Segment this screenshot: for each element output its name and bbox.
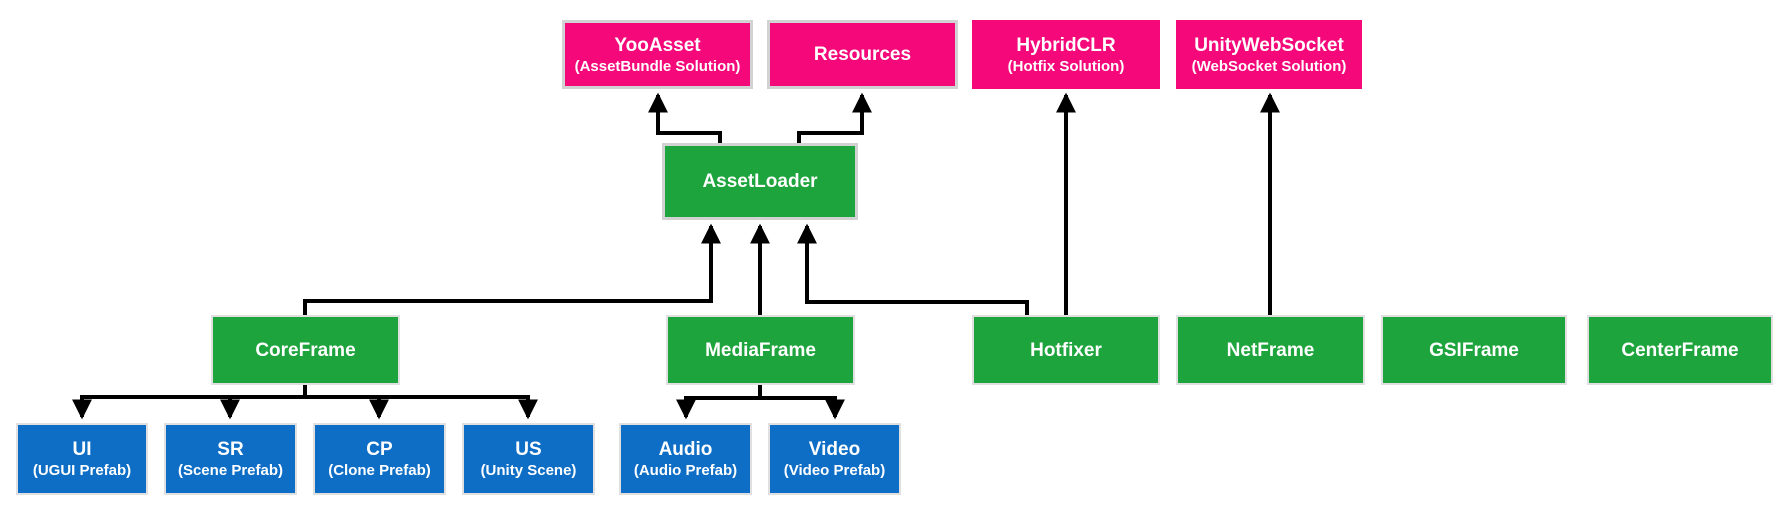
- node-sr: SR (Scene Prefab): [164, 423, 297, 495]
- node-audio: Audio (Audio Prefab): [619, 423, 752, 495]
- node-ui: UI (UGUI Prefab): [16, 423, 148, 495]
- node-us-subtitle: (Unity Scene): [480, 462, 577, 479]
- node-unitywebsocket-title: UnityWebSocket: [1194, 34, 1344, 56]
- node-coreframe-title: CoreFrame: [255, 339, 356, 361]
- node-hybridclr-title: HybridCLR: [1016, 34, 1116, 56]
- node-audio-title: Audio: [658, 439, 713, 460]
- node-gsiframe: GSIFrame: [1381, 315, 1567, 385]
- node-hotfixer-title: Hotfixer: [1030, 339, 1102, 361]
- edge-assetloader-resources: [797, 92, 872, 144]
- node-audio-subtitle: (Audio Prefab): [633, 462, 738, 479]
- node-sr-subtitle: (Scene Prefab): [177, 462, 284, 479]
- node-hotfixer: Hotfixer: [972, 315, 1160, 385]
- node-ui-title: UI: [72, 439, 92, 460]
- node-cp-title: CP: [366, 439, 393, 460]
- node-cp: CP (Clone Prefab): [313, 423, 446, 495]
- edge-assetloader-yooasset: [648, 92, 722, 144]
- node-cp-subtitle: (Clone Prefab): [328, 462, 431, 479]
- node-coreframe: CoreFrame: [211, 315, 400, 385]
- node-resources: Resources: [767, 20, 958, 89]
- node-us-title: US: [515, 439, 542, 460]
- edge-hotfixer-assetloader: [797, 223, 1029, 317]
- node-yooasset-subtitle: (AssetBundle Solution): [574, 57, 741, 75]
- node-netframe-title: NetFrame: [1226, 339, 1315, 361]
- node-assetloader: AssetLoader: [662, 143, 858, 220]
- node-gsiframe-title: GSIFrame: [1429, 339, 1519, 361]
- node-mediaframe: MediaFrame: [666, 315, 855, 385]
- node-hybridclr-subtitle: (Hotfix Solution): [1007, 57, 1125, 75]
- node-unitywebsocket-subtitle: (WebSocket Solution): [1191, 57, 1347, 75]
- node-unitywebsocket: UnityWebSocket (WebSocket Solution): [1176, 20, 1362, 89]
- node-resources-title: Resources: [813, 44, 912, 65]
- edge-coreframe-assetloader: [303, 223, 721, 316]
- node-centerframe: CenterFrame: [1587, 315, 1773, 385]
- node-sr-title: SR: [217, 439, 244, 460]
- node-assetloader-title: AssetLoader: [702, 171, 818, 192]
- node-mediaframe-title: MediaFrame: [705, 339, 816, 361]
- node-yooasset-title: YooAsset: [614, 34, 701, 56]
- node-us: US (Unity Scene): [462, 423, 595, 495]
- node-video-title: Video: [808, 439, 861, 460]
- node-video-subtitle: (Video Prefab): [783, 462, 886, 479]
- node-ui-subtitle: (UGUI Prefab): [32, 462, 132, 479]
- node-yooasset: YooAsset (AssetBundle Solution): [562, 20, 753, 89]
- node-centerframe-title: CenterFrame: [1621, 339, 1739, 361]
- node-netframe: NetFrame: [1176, 315, 1365, 385]
- node-hybridclr: HybridCLR (Hotfix Solution): [972, 20, 1160, 89]
- node-video: Video (Video Prefab): [768, 423, 901, 495]
